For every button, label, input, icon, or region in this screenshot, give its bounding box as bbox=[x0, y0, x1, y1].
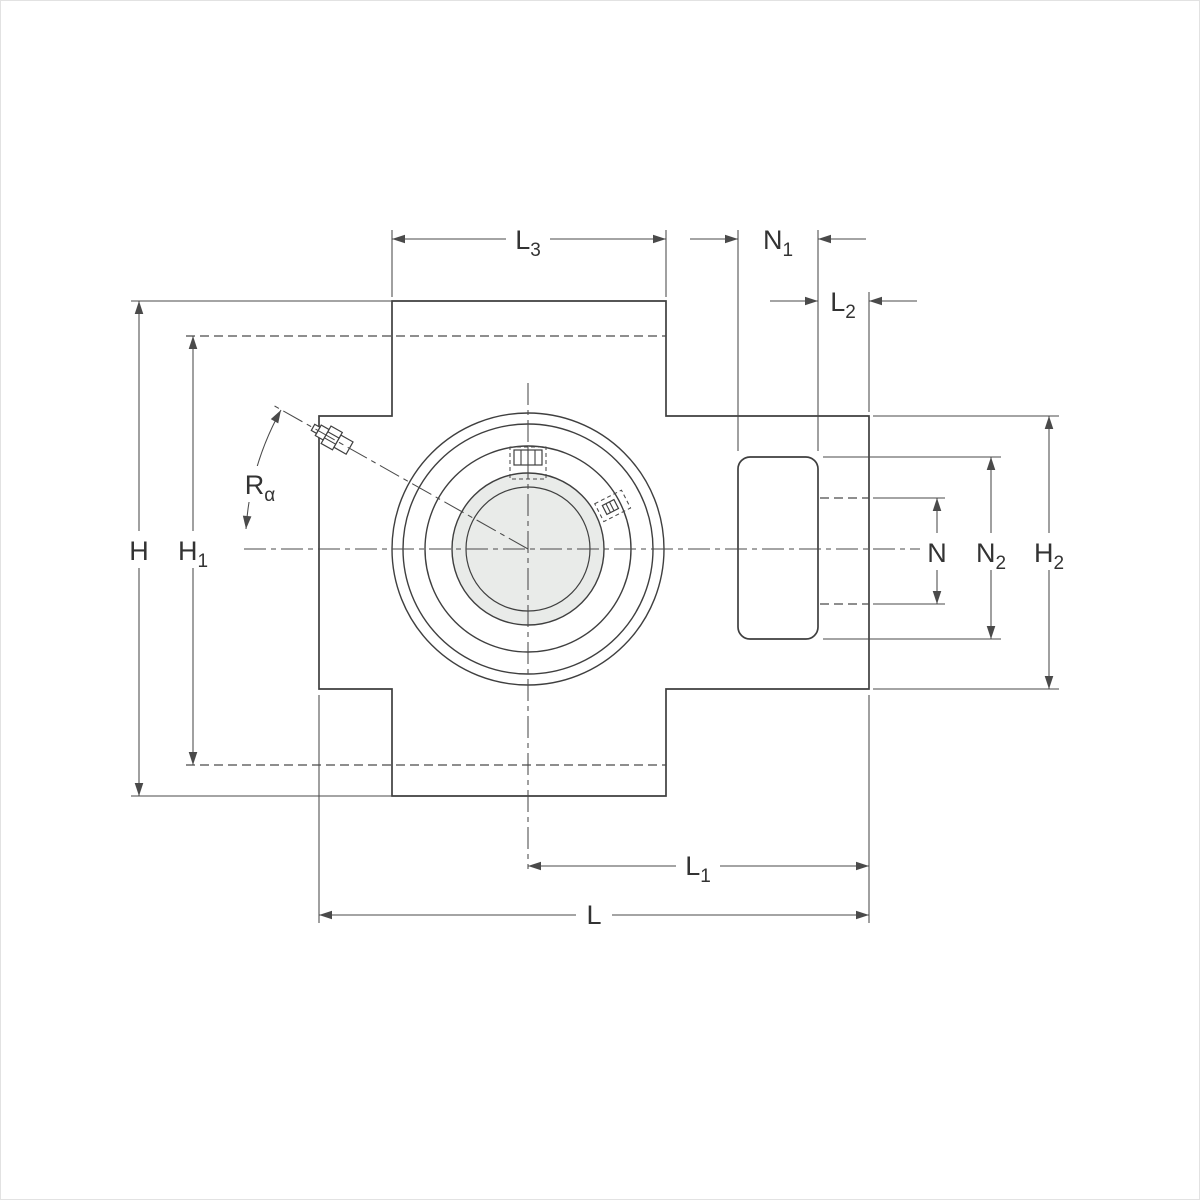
arrowhead bbox=[805, 296, 818, 306]
label-N2: N2 bbox=[966, 533, 1016, 574]
label-L1-text: L1 bbox=[685, 851, 711, 887]
label-N1: N1 bbox=[756, 222, 800, 261]
arrowhead bbox=[1044, 416, 1054, 429]
label-L3-text: L3 bbox=[515, 225, 541, 261]
arrowhead bbox=[528, 861, 541, 871]
arrowhead bbox=[932, 591, 942, 604]
arrowhead bbox=[986, 626, 996, 639]
label-Ra-text: Rα bbox=[245, 470, 276, 506]
label-H: H bbox=[122, 531, 156, 568]
dimension-L2 bbox=[770, 292, 917, 412]
centerline-grease-axis bbox=[270, 403, 529, 550]
arrowhead bbox=[134, 783, 144, 796]
arrowhead bbox=[856, 861, 869, 871]
arrowhead bbox=[818, 234, 831, 244]
arrowhead bbox=[270, 407, 285, 424]
arrowhead bbox=[241, 515, 252, 530]
label-H2-text: H2 bbox=[1034, 538, 1064, 574]
label-L-text: L bbox=[586, 900, 601, 930]
label-L: L bbox=[576, 897, 612, 933]
dimension-N1 bbox=[690, 230, 866, 451]
arrowhead bbox=[1044, 676, 1054, 689]
label-H-text: H bbox=[129, 536, 149, 566]
arrowhead bbox=[392, 234, 405, 244]
label-H1: H1 bbox=[171, 531, 215, 572]
label-L2: L2 bbox=[821, 284, 865, 323]
label-L3: L3 bbox=[506, 222, 550, 261]
arrowhead bbox=[188, 336, 198, 349]
arrowhead bbox=[653, 234, 666, 244]
label-H2: H2 bbox=[1024, 533, 1074, 574]
takeup-slot bbox=[737, 456, 819, 640]
label-Ra: Rα bbox=[238, 466, 282, 506]
dimension-labels: L3 N1 L2 H H1 Rα N N2 bbox=[122, 222, 1074, 933]
set-screw-angled bbox=[594, 489, 632, 523]
label-H1-text: H1 bbox=[178, 536, 208, 572]
arrowhead bbox=[188, 752, 198, 765]
label-L1: L1 bbox=[676, 848, 720, 887]
label-N1-text: N1 bbox=[763, 225, 793, 261]
arrowhead bbox=[869, 296, 882, 306]
arrowhead bbox=[319, 910, 332, 920]
center-lines bbox=[244, 383, 941, 869]
arrowhead bbox=[986, 457, 996, 470]
arrowhead bbox=[856, 910, 869, 920]
label-N: N bbox=[920, 533, 954, 570]
label-N2-text: N2 bbox=[976, 538, 1006, 574]
arrowhead bbox=[725, 234, 738, 244]
arrowhead bbox=[932, 498, 942, 511]
grease-nipple bbox=[310, 423, 354, 455]
arrowhead bbox=[134, 301, 144, 314]
label-N-text: N bbox=[927, 538, 947, 568]
label-L2-text: L2 bbox=[830, 287, 856, 323]
